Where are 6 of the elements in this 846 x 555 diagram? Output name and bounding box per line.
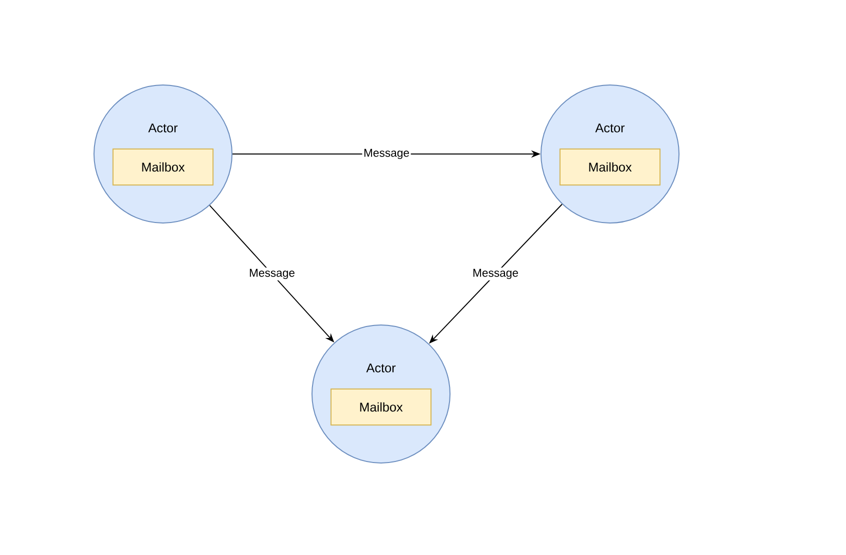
edge-label: Message [248, 268, 296, 280]
edge-label: Message [362, 148, 411, 160]
mailbox-box: Mailbox [330, 388, 432, 426]
edge-label: Message [471, 268, 520, 280]
mailbox-box: Mailbox [112, 148, 214, 186]
mailbox-box: Mailbox [560, 148, 660, 186]
